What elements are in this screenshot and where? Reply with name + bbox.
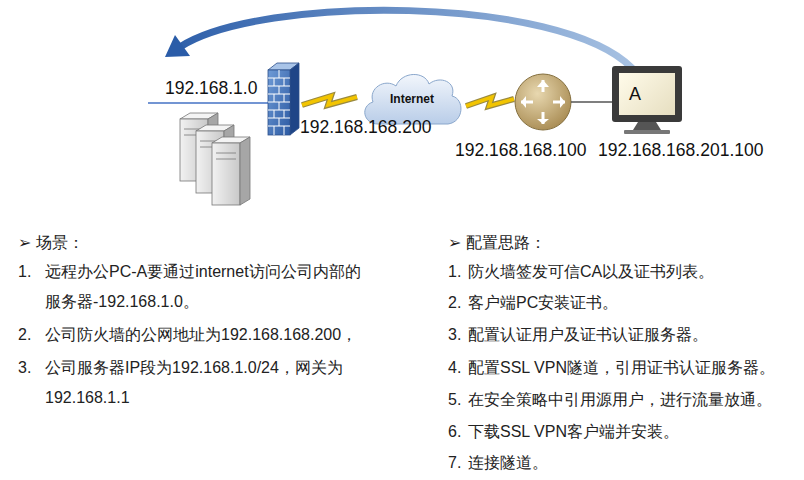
ip-address: 192.168.168.100	[455, 140, 586, 161]
list-number: 7.	[448, 448, 461, 478]
list-item: 下载SSL VPN客户端并安装。	[468, 417, 679, 447]
node-label: Internet	[390, 93, 434, 107]
list-number: 3.	[18, 353, 31, 383]
list-item: 防火墙签发可信CA以及证书列表。	[468, 257, 714, 287]
list-item: 公司防火墙的公网地址为192.168.168.200，	[45, 320, 357, 350]
list-number: 4.	[448, 353, 461, 383]
list-number: 1.	[18, 257, 31, 287]
lan-line	[148, 102, 270, 104]
list-number: 2.	[18, 320, 31, 350]
ethernet-line	[571, 101, 612, 103]
pc-screen: A	[619, 73, 675, 115]
curved-arrow	[165, 10, 632, 68]
list-item: 配置认证用户及证书认证服务器。	[468, 320, 708, 350]
firewall-icon	[268, 63, 299, 135]
router-icon	[515, 74, 571, 130]
ip-address: 192.168.168.201.100	[598, 140, 763, 161]
ip-address: 192.168.1.0	[165, 78, 257, 99]
node-label: A	[629, 84, 641, 105]
section-heading: ➢ 配置思路：	[448, 228, 546, 258]
list-number: 6.	[448, 417, 461, 447]
list-item: 连接隧道。	[468, 448, 548, 478]
list-item: 配置SSL VPN隧道，引用证书认证服务器。	[468, 353, 775, 383]
server-icon	[180, 113, 250, 205]
monitor-icon	[612, 66, 682, 134]
list-item: 远程办公PC-A要通过internet访问公司内部的 服务器-192.168.1…	[45, 257, 400, 317]
list-number: 5.	[448, 385, 461, 415]
list-number: 1.	[448, 257, 461, 287]
list-item: 在安全策略中引用源用户，进行流量放通。	[468, 385, 772, 415]
list-number: 3.	[448, 320, 461, 350]
section-heading: ➢ 场景：	[18, 228, 84, 258]
list-item: 客户端PC安装证书。	[468, 288, 618, 318]
list-number: 2.	[448, 288, 461, 318]
list-item: 公司服务器IP段为192.168.1.0/24，网关为 192.168.1.1	[45, 353, 400, 413]
ip-address: 192.168.168.200	[300, 117, 431, 138]
